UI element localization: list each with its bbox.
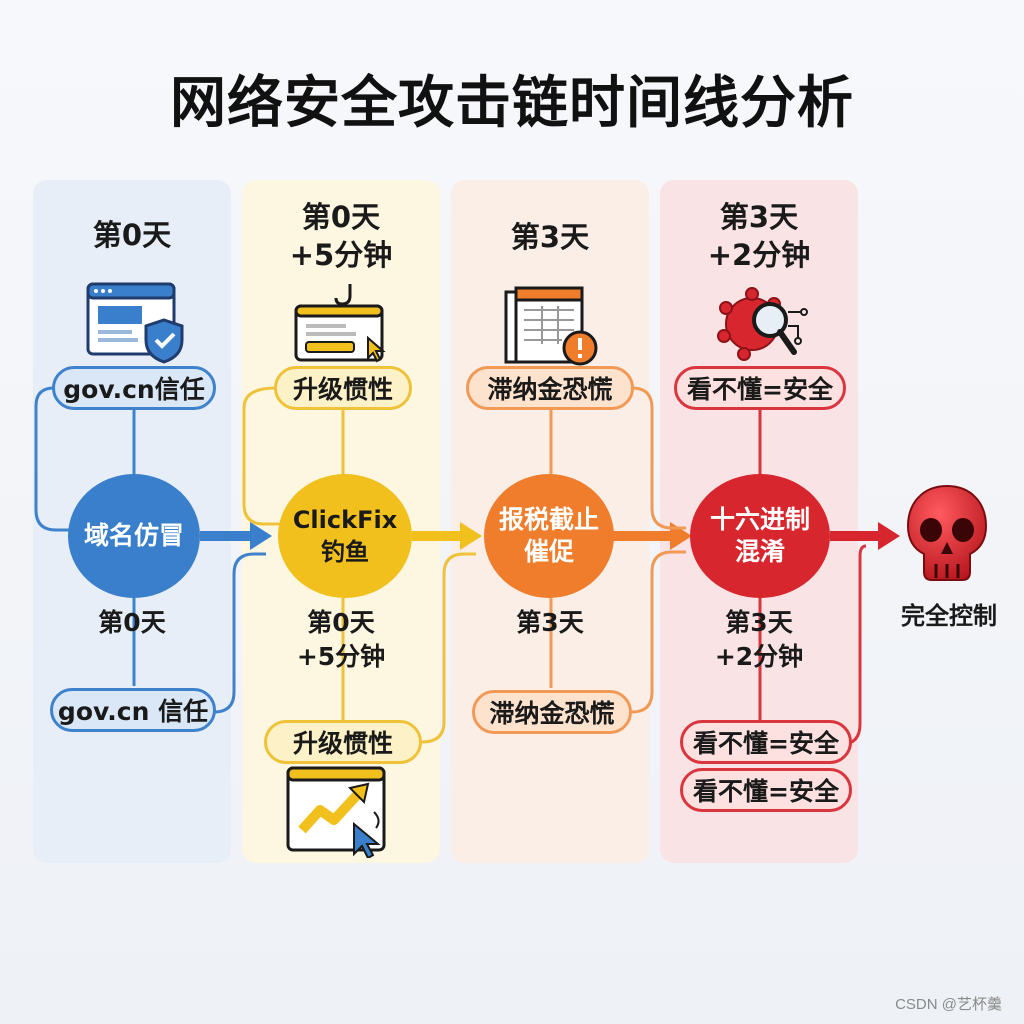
stage-4-bottom-time-line-2: +2分钟 (714, 642, 804, 671)
stage-3-bottom-time: 第3天 (516, 608, 584, 637)
stage-1-top-pill: gov.cn信任 (52, 366, 216, 410)
stage-3-top-pill: 滞纳金恐慌 (466, 366, 634, 410)
stage-4-top-time-line-2: +2分钟 (707, 238, 811, 272)
trend-cursor-icon (286, 766, 386, 858)
stage-2-bottom-pill: 升级惯性 (264, 720, 422, 764)
phishing-hook-icon (294, 284, 386, 363)
browser-shield-icon (86, 282, 184, 364)
stage-3-node-line-2: 催促 (523, 537, 574, 566)
stage-2-node-line-2: 钓鱼 (321, 538, 369, 566)
stage-4-top-time-line-1: 第3天 (719, 200, 799, 234)
stage-4-top-time: 第3天 +2分钟 (660, 198, 858, 274)
stage-2-top-time: 第0天 +5分钟 (242, 198, 440, 274)
stage-2-bottom-time-line-2: +5分钟 (296, 642, 386, 671)
stage-1-bottom-time: 第0天 (98, 608, 166, 637)
stage-3-bottom-pill: 滞纳金恐慌 (472, 690, 632, 734)
invoice-warning-icon (504, 286, 598, 366)
stage-4-bottom-pill-2: 看不懂=安全 (680, 768, 852, 812)
stage-3-top-time: 第3天 (510, 220, 590, 254)
flow-arrowhead-1 (250, 522, 272, 550)
stage-1-bottom-pill: gov.cn 信任 (50, 688, 216, 732)
stage-4-top-pill: 看不懂=安全 (674, 366, 846, 410)
watermark: CSDN @艺杯羹 (895, 996, 1002, 1013)
stage-4-bottom-pill-1: 看不懂=安全 (680, 720, 852, 764)
stage-4-bottom-time-line-1: 第3天 (725, 608, 793, 637)
flow-arrowhead-2 (460, 522, 482, 550)
stage-1-top-time: 第0天 (92, 218, 172, 252)
stage-2-bottom-time-line-1: 第0天 (307, 608, 375, 637)
flow-arrowhead-3 (670, 522, 692, 550)
stage-1-node: 域名仿冒 (68, 474, 200, 598)
end-label: 完全控制 (901, 602, 997, 630)
stage-2-top-time-line-2: +5分钟 (289, 238, 393, 272)
stage-3-node: 报税截止 催促 (484, 474, 614, 598)
stage-4-node-line-1: 十六进制 (709, 505, 810, 534)
skull-icon (906, 484, 988, 581)
stage-2-top-time-line-1: 第0天 (301, 200, 381, 234)
stage-2-node: ClickFix 钓鱼 (278, 474, 412, 598)
page-title: 网络安全攻击链时间线分析 (170, 71, 854, 136)
stage-4-bottom-time: 第3天 +2分钟 (660, 606, 858, 674)
stage-4-node: 十六进制 混淆 (690, 474, 830, 598)
stage-2-bottom-time: 第0天 +5分钟 (242, 606, 440, 674)
stage-4-node-line-2: 混淆 (734, 537, 785, 566)
stage-3-node-line-1: 报税截止 (498, 505, 599, 534)
stage-1-node-label: 域名仿冒 (83, 521, 184, 550)
flow-arrowhead-4 (878, 522, 900, 550)
stage-2-node-line-1: ClickFix (292, 506, 398, 534)
stage-2-top-pill: 升级惯性 (274, 366, 412, 410)
virus-magnifier-icon (717, 287, 808, 361)
